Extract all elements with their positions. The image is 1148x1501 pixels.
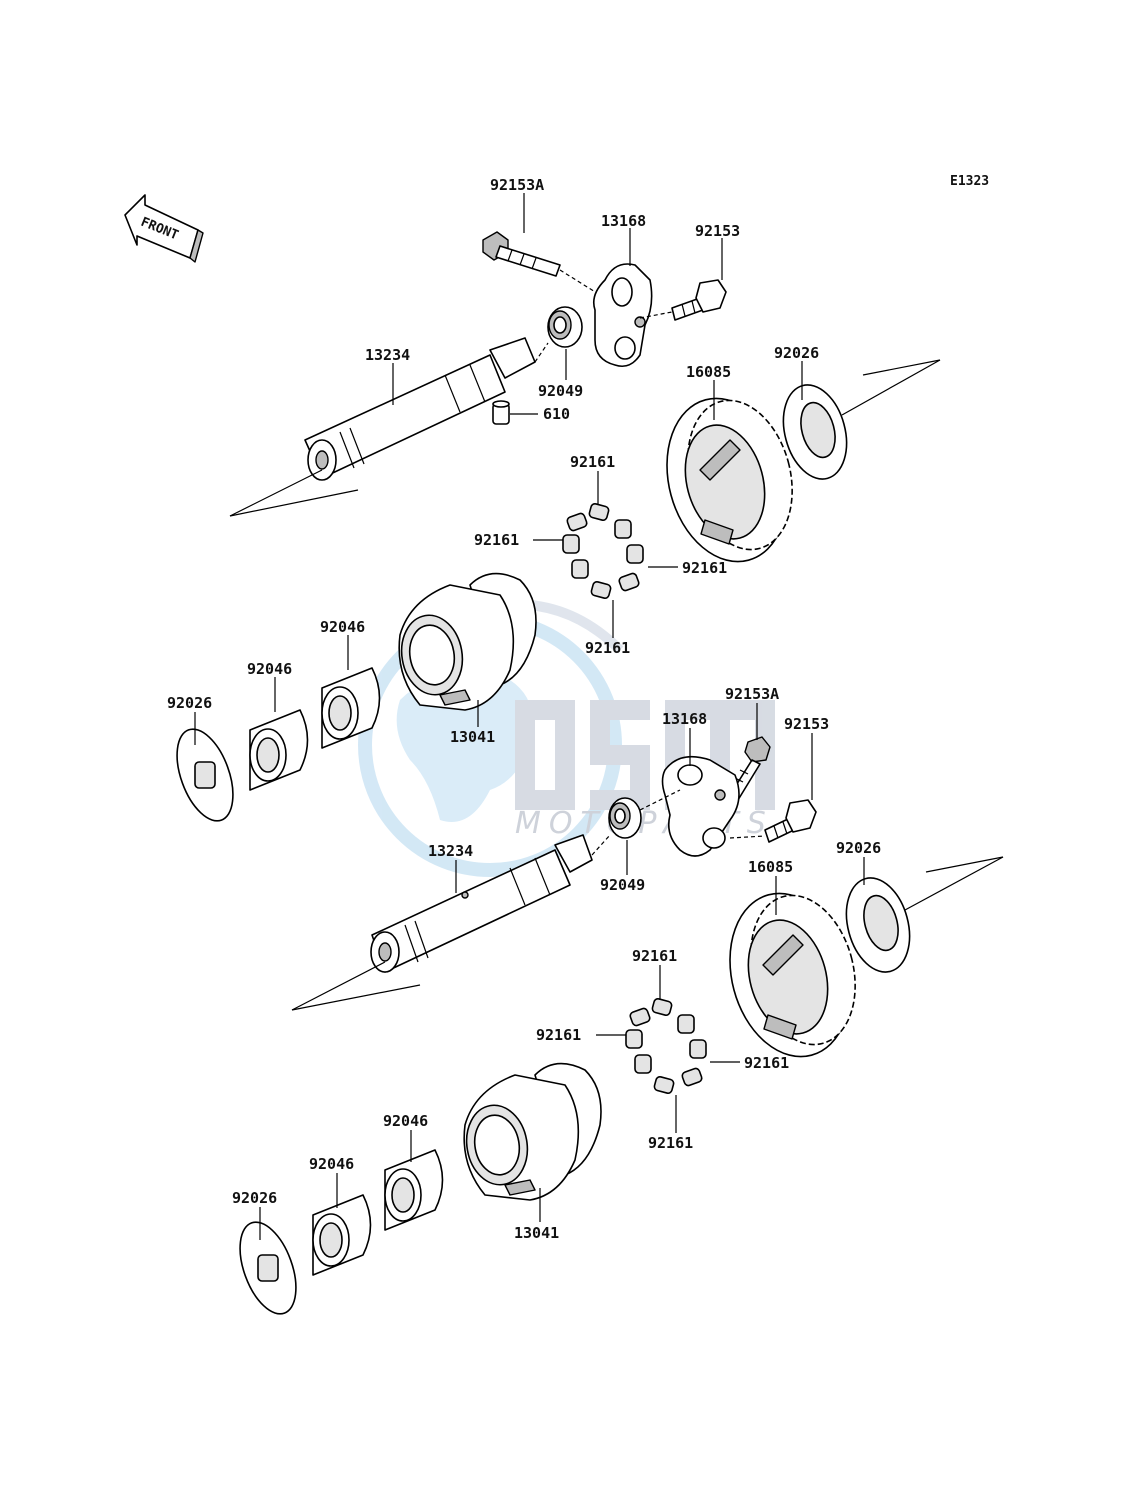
gear-16085-lower [729,892,856,1058]
callout-92026-lower-right: 92026 [836,839,881,857]
callout-92153a-lower: 92153A [725,685,779,703]
callout-92161-lower-left: 92161 [536,1026,581,1044]
callout-13041-lower: 13041 [514,1224,559,1242]
watermark-logo-letters [515,700,775,810]
callout-92046-upper-b: 92046 [247,660,292,678]
damper-ring-92161-upper [562,503,644,599]
bolt-92153-upper [639,279,727,321]
gear-16085-upper [666,397,793,563]
pin-610 [492,400,510,425]
callout-16085-upper: 16085 [686,363,731,381]
callout-92161-upper-left: 92161 [474,531,519,549]
callout-92161-upper-bottom: 92161 [585,639,630,657]
callout-13168-upper: 13168 [601,212,646,230]
callout-92161-upper-right: 92161 [682,559,727,577]
shaft-13234-upper [229,337,549,517]
callout-13168-lower: 13168 [662,710,707,728]
washer-92026-lower-right [845,856,1004,973]
front-arrow-icon: FRONT [124,194,204,263]
callout-92026-lower-left: 92026 [232,1189,277,1207]
callout-92049-upper: 92049 [538,382,583,400]
bolt-92153-lower [729,799,817,843]
hub-13041-lower [463,1062,602,1201]
damper-ring-92161-lower [625,998,707,1094]
callout-92153a-upper: 92153A [490,176,544,194]
washer-92026-upper-left [176,728,234,822]
callout-92153-upper: 92153 [695,222,740,240]
callout-610: 610 [543,405,570,423]
bracket-13168-lower [661,755,740,857]
bearing-92046-upper-a [321,667,381,749]
callout-92161-lower-bottom: 92161 [648,1134,693,1152]
callout-92049-lower: 92049 [600,876,645,894]
callout-labels: 92153A 13168 92153 13234 92049 610 92026… [167,176,881,1242]
bracket-13168-upper [592,263,653,368]
callout-13234-lower: 13234 [428,842,473,860]
callout-16085-lower: 16085 [748,858,793,876]
bearing-92046-upper-b [249,709,309,791]
bearing-92046-lower-b [312,1194,372,1276]
callout-92161-upper-top: 92161 [570,453,615,471]
hub-13041-upper [398,572,537,711]
washer-92026-upper-right [782,359,941,480]
callout-13234-upper: 13234 [365,346,410,364]
callout-92046-upper-a: 92046 [320,618,365,636]
callout-92026-upper-left: 92026 [167,694,212,712]
callout-92161-lower-right: 92161 [744,1054,789,1072]
washer-92026-lower-left [239,1221,297,1315]
callout-92046-lower-b: 92046 [309,1155,354,1173]
callout-92161-lower-top: 92161 [632,947,677,965]
callout-92153-lower: 92153 [784,715,829,733]
watermark-continent-shape [396,677,533,822]
leader-lines [194,193,865,1240]
callout-13041-upper: 13041 [450,728,495,746]
watermark: MOTOPARTS [358,599,775,877]
bolt-92153a-upper [482,231,601,296]
seal-92049-upper [547,306,583,348]
bearing-92046-lower-a [384,1149,444,1231]
callout-92026-upper-right: 92026 [774,344,819,362]
diagram-code: E1323 [950,174,989,189]
shaft-13234-lower [291,834,611,1011]
callout-92046-lower-a: 92046 [383,1112,428,1130]
seal-92049-lower [608,789,681,839]
